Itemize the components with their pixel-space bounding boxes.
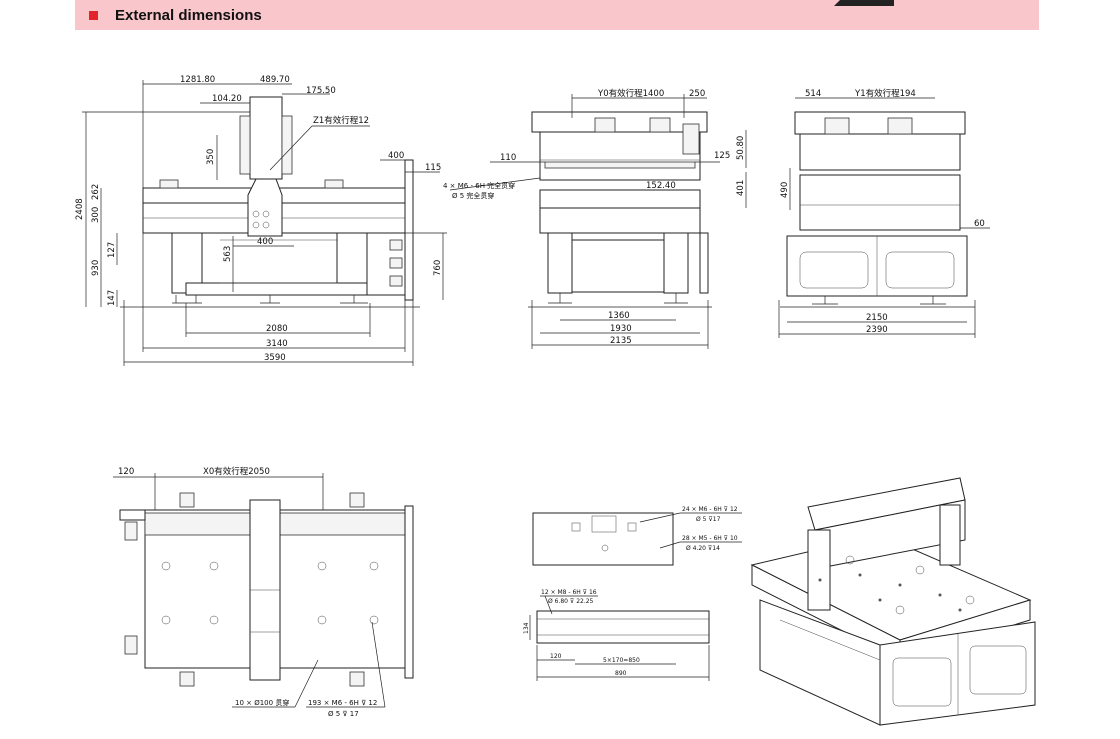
top-view: 120 X0有效行程2050 10 × Ø100 贯穿 193 × M6 - 6… [113, 466, 414, 718]
front-z-column [249, 96, 283, 180]
dim-y0-stroke: Y0有效行程1400 [597, 88, 664, 99]
dim-2135: 2135 [610, 336, 632, 346]
note-m6-taps: 193 × M6 - 6H ⊽ 12 [308, 699, 377, 707]
dim-350: 350 [206, 149, 216, 165]
dim-50-80: 50.80 [736, 136, 746, 160]
note-dia5-through: Ø 5 完全贯穿 [452, 191, 494, 200]
dim-60: 60 [974, 219, 985, 229]
dim-rail-120: 120 [550, 653, 562, 660]
end-view: 514 Y1有效行程194 490 60 2150 2390 [778, 88, 990, 338]
dim-262: 262 [91, 184, 101, 200]
section-marker [89, 11, 98, 20]
note-plate-dia5: Ø 5 ⊽17 [696, 516, 721, 523]
rail-view: 12 × M8 - 6H ⊽ 16 Ø 6.80 ⊽ 22.25 134 120… [523, 589, 710, 681]
dim-490: 490 [780, 182, 790, 198]
dim-110: 110 [500, 153, 516, 163]
dim-3590: 3590 [264, 353, 286, 363]
dim-104-20: 104.20 [212, 94, 242, 104]
dim-489-70: 489.70 [260, 75, 290, 85]
dim-y1-stroke: Y1有效行程194 [854, 88, 916, 99]
dim-rail-890: 890 [615, 670, 627, 677]
dim-400-mid: 400 [257, 237, 273, 247]
dim-175-50: 175.50 [306, 86, 336, 96]
dim-401: 401 [736, 180, 746, 196]
dim-2080: 2080 [266, 324, 288, 334]
note-dia100-holes: 10 × Ø100 贯穿 [235, 698, 289, 707]
dim-2390: 2390 [866, 325, 888, 335]
logo-corner-shape [834, 0, 894, 6]
dim-3140: 3140 [266, 339, 288, 349]
note-rail-m8: 12 × M8 - 6H ⊽ 16 [541, 589, 597, 596]
dim-250: 250 [689, 89, 705, 99]
dim-x0-stroke: X0有效行程2050 [203, 466, 270, 477]
dim-400-top: 400 [388, 151, 404, 161]
dim-1281-80: 1281.80 [180, 75, 215, 85]
dim-514: 514 [805, 89, 821, 99]
dim-2150: 2150 [866, 313, 888, 323]
isometric-view [750, 477, 1036, 726]
dim-300: 300 [91, 207, 101, 223]
plate-view: 24 × M6 - 6H ⊽ 12 Ø 5 ⊽17 28 × M5 - 6H ⊽… [532, 506, 742, 566]
dim-rail-850: 5×170=850 [603, 657, 640, 664]
dim-1930: 1930 [610, 324, 632, 334]
dim-760: 760 [433, 260, 443, 276]
dim-120-top: 120 [118, 467, 134, 477]
dim-152-40: 152.40 [646, 181, 676, 191]
dim-127: 127 [107, 242, 117, 258]
section-title: External dimensions [115, 7, 262, 24]
dim-563: 563 [223, 246, 233, 262]
side-view: Y0有效行程1400 250 110 125 50.80 152.40 401 … [443, 88, 747, 349]
note-plate-m6: 24 × M6 - 6H ⊽ 12 [682, 506, 738, 513]
dim-115: 115 [425, 163, 441, 173]
note-rail-dia680: Ø 6.80 ⊽ 22.25 [548, 598, 594, 605]
note-plate-m5: 28 × M5 - 6H ⊽ 10 [682, 535, 738, 542]
dim-930: 930 [91, 260, 101, 276]
front-view: 1281.80 489.70 175.50 104.20 Z1有效行程12 35… [75, 75, 447, 366]
dim-rail-134: 134 [523, 622, 530, 634]
note-plate-dia420: Ø 4.20 ⊽14 [686, 545, 720, 552]
note-m6-through: 4 × M6 - 6H 完全贯穿 [443, 181, 515, 190]
note-dia5-depth: Ø 5 ⊽ 17 [328, 710, 359, 718]
dim-2408: 2408 [75, 198, 85, 220]
dim-z1-stroke: Z1有效行程12 [313, 115, 369, 126]
dim-125: 125 [714, 151, 730, 161]
dim-147: 147 [107, 290, 117, 306]
dim-1360: 1360 [608, 311, 630, 321]
